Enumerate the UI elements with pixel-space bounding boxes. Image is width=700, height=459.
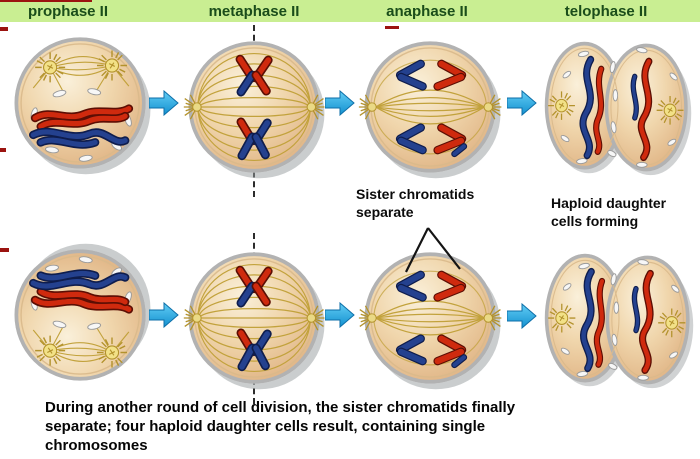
telophase-ii-cells-row1 xyxy=(543,37,693,178)
haploid-daughter-label: Haploid daughter cells forming xyxy=(551,195,667,229)
stage-header-band: prophase II metaphase II anaphase II tel… xyxy=(0,0,700,22)
red-artifact-dash-1 xyxy=(0,27,8,31)
diagram-caption: During another round of cell division, t… xyxy=(45,399,516,454)
arrow-right-icon xyxy=(325,90,355,116)
stage-label-anaphase-ii: anaphase II xyxy=(386,3,468,20)
arrow-right-icon xyxy=(149,90,179,116)
arrow-right-icon xyxy=(507,90,537,116)
prophase-ii-cell-row1 xyxy=(7,28,157,178)
arrow-right-icon xyxy=(507,303,537,329)
telophase-ii-cells-row2 xyxy=(543,249,695,391)
metaphase-ii-cell-row1 xyxy=(181,32,331,182)
red-artifact-dash-2 xyxy=(0,148,6,152)
stage-label-prophase-ii: prophase II xyxy=(27,3,109,20)
red-artifact-dash-3 xyxy=(0,248,9,252)
sister-chromatids-label: Sister chromatids separate xyxy=(356,186,475,220)
red-artifact-line-top xyxy=(0,0,92,2)
stage-label-telophase-ii: telophase II xyxy=(564,3,648,20)
arrow-right-icon xyxy=(149,302,179,328)
anaphase-ii-cell-row1 xyxy=(357,32,507,182)
prophase-ii-cell-row2 xyxy=(7,240,157,390)
arrow-right-icon xyxy=(325,302,355,328)
red-artifact-dash-4 xyxy=(385,26,399,29)
stage-label-metaphase-ii: metaphase II xyxy=(208,3,300,20)
sister-chromatids-pointer-lines xyxy=(405,227,461,273)
metaphase-ii-cell-row2 xyxy=(181,243,331,393)
